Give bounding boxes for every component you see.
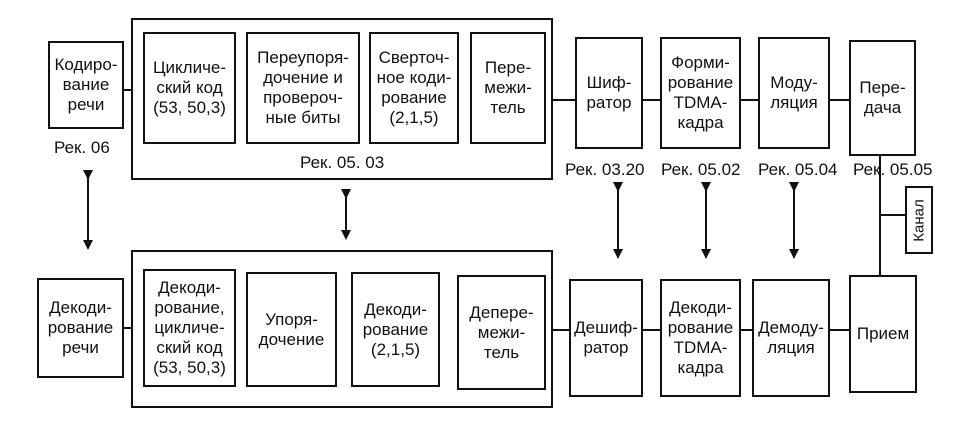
ref-rec-06: Рек. 06 <box>54 138 110 157</box>
modulation-box: Моду- ляция <box>758 37 830 149</box>
bottom-decoding-group <box>131 250 553 408</box>
channel-box: Канал <box>905 186 933 254</box>
ref-rec-0504: Рек. 05.04 <box>758 160 838 179</box>
decoding-cyclic-box: Декоди- рование, цикличе- ский код (53, … <box>143 269 236 387</box>
ordering-box: Упоря- дочение <box>246 272 337 387</box>
speech-decoding-box: Декоди- рование речи <box>37 278 124 378</box>
reorder-box: Переупоря- дочение и проверoч- ные биты <box>246 32 360 144</box>
demodulation-box: Демоду- ляция <box>752 279 830 397</box>
ref-rec-0503: Рек. 05. 03 <box>300 153 385 172</box>
receive-box: Прием <box>849 275 917 393</box>
ref-rec-0505: Рек. 05.05 <box>853 160 933 179</box>
transmit-box: Пере- дача <box>849 40 916 156</box>
conv-code-box: Сверточ- ное коди- рование (2,1,5) <box>369 32 459 144</box>
decipher-box: Дешиф- ратор <box>569 279 643 397</box>
speech-coding-box: Кодиро- вание речи <box>48 41 124 129</box>
deinterleaver-box: Депере- межи- тель <box>457 275 546 390</box>
channel-label: Канал <box>910 198 928 242</box>
cyclic-code-box: Цикличе- ский код (53, 50,3) <box>143 32 236 144</box>
top-coding-group <box>131 18 553 180</box>
ref-rec-0320: Рек. 03.20 <box>565 160 645 179</box>
cipher-box: Шиф- ратор <box>575 37 643 149</box>
decoding-conv-box: Декоди- рование (2,1,5) <box>351 272 440 387</box>
tdma-form-box: Форми- рование TDMA- кадра <box>660 37 741 149</box>
tdma-decode-box: Декоди- рование TDMA- кадра <box>660 279 741 397</box>
interleaver-box: Пере- межи- тель <box>470 32 546 144</box>
ref-rec-0502: Рек. 05.02 <box>661 160 741 179</box>
